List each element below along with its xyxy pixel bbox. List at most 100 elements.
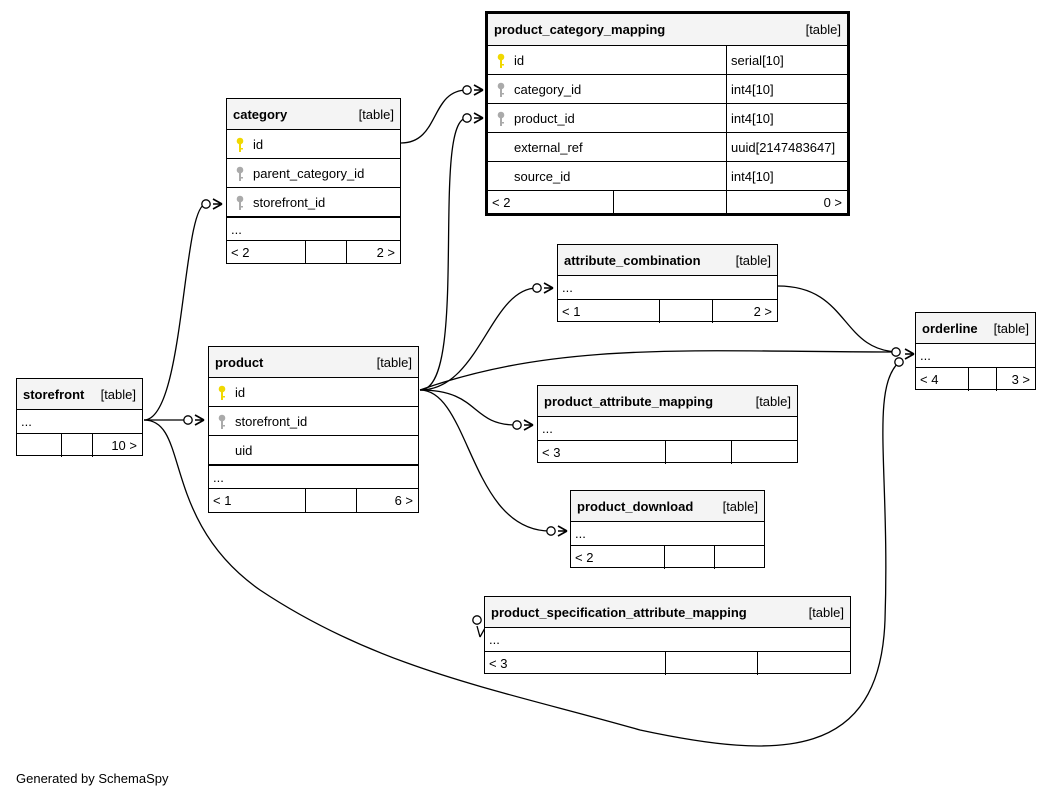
foreign-key-icon: [218, 414, 226, 429]
table-footer: 10 >: [17, 433, 142, 457]
parents-count[interactable]: < 3: [489, 656, 508, 671]
column-type: int4[10]: [731, 82, 774, 97]
column-name: storefront_id: [253, 195, 326, 210]
parents-count[interactable]: < 2: [231, 245, 250, 260]
ellipsis: ...: [489, 632, 500, 647]
column-row[interactable]: category_id int4[10]: [488, 74, 847, 103]
children-count[interactable]: 10 >: [111, 438, 137, 453]
table-kind: [table]: [376, 355, 412, 370]
parents-count[interactable]: < 2: [492, 195, 511, 210]
column-name: id: [253, 137, 264, 152]
footer-cell: [613, 191, 726, 214]
column-name: parent_category_id: [253, 166, 365, 181]
footer-cell: [996, 368, 1035, 391]
table-kind: [table]: [358, 107, 394, 122]
column-name: product_id: [514, 111, 575, 126]
parents-count[interactable]: < 4: [920, 372, 939, 387]
divider: [726, 46, 727, 74]
footer-cell: [305, 241, 346, 264]
ellipsis: ...: [562, 280, 573, 295]
footer-cell: [659, 300, 712, 323]
ellipsis: ...: [213, 470, 224, 485]
column-row[interactable]: uid: [209, 435, 418, 464]
ellipsis-row: ...: [538, 416, 797, 440]
table-name: product_specification_attribute_mapping: [491, 605, 747, 620]
column-name: id: [235, 385, 246, 400]
table-product-attribute-mapping[interactable]: product_attribute_mapping [table] ... < …: [537, 385, 798, 464]
table-orderline[interactable]: orderline [table] ... < 4 3 >: [915, 312, 1036, 391]
column-row[interactable]: source_id int4[10]: [488, 161, 847, 190]
divider: [726, 104, 727, 132]
children-count[interactable]: 3 >: [1011, 372, 1030, 387]
table-kind: [table]: [808, 605, 844, 620]
column-row[interactable]: id: [227, 129, 400, 158]
edge-product-pcm: [419, 117, 468, 391]
table-product-specification-attribute-mapping[interactable]: product_specification_attribute_mapping …: [484, 596, 851, 675]
column-name: source_id: [514, 169, 571, 184]
column-row[interactable]: id: [209, 377, 418, 406]
primary-key-icon: [497, 53, 505, 68]
table-name: product_attribute_mapping: [544, 394, 714, 409]
children-count[interactable]: 6 >: [394, 493, 413, 508]
table-storefront[interactable]: storefront [table] ... 10 >: [16, 378, 143, 457]
footer-cell: [757, 652, 850, 675]
table-footer: < 2: [571, 545, 764, 569]
children-count[interactable]: 2 >: [376, 245, 395, 260]
edge-product-attrcomb: [419, 287, 538, 391]
edge-product-download: [419, 389, 551, 532]
footer-cell: [731, 441, 797, 464]
column-row[interactable]: storefront_id: [209, 406, 418, 435]
ellipsis: ...: [21, 414, 32, 429]
table-product-download[interactable]: product_download [table] ... < 2: [570, 490, 765, 569]
table-name: product: [215, 355, 264, 370]
ellipsis-row: ...: [571, 521, 764, 545]
table-kind: [table]: [100, 387, 136, 402]
column-type: serial[10]: [731, 53, 784, 68]
children-count[interactable]: 2 >: [753, 304, 772, 319]
column-row[interactable]: storefront_id: [227, 187, 400, 216]
table-name: category: [233, 107, 288, 122]
foreign-key-icon: [497, 82, 505, 97]
table-name: orderline: [922, 321, 978, 336]
footer-cell: [305, 489, 356, 512]
column-row[interactable]: external_ref uuid[2147483647]: [488, 132, 847, 161]
table-kind: [table]: [755, 394, 791, 409]
table-category[interactable]: category [table] id parent_category_id s…: [226, 98, 401, 264]
parents-count[interactable]: < 3: [542, 445, 561, 460]
footer-cell: [714, 546, 764, 569]
ellipsis: ...: [231, 222, 242, 237]
generated-by-note: Generated by SchemaSpy: [16, 771, 169, 786]
column-row[interactable]: product_id int4[10]: [488, 103, 847, 132]
table-name: attribute_combination: [564, 253, 701, 268]
foreign-key-icon: [497, 111, 505, 126]
column-name: id: [514, 53, 525, 68]
column-name: external_ref: [514, 140, 583, 155]
ellipsis-row: ...: [916, 343, 1035, 367]
footer-cell: [61, 434, 92, 457]
ellipsis: ...: [542, 421, 553, 436]
table-attribute-combination[interactable]: attribute_combination [table] ... < 1 2 …: [557, 244, 778, 323]
ellipsis-row: ...: [558, 275, 777, 299]
children-count[interactable]: 0 >: [823, 195, 842, 210]
primary-key-icon: [236, 137, 244, 152]
parents-count[interactable]: < 1: [562, 304, 581, 319]
edge-product-pam: [419, 389, 517, 426]
divider: [726, 75, 727, 103]
footer-cell: [665, 441, 731, 464]
parents-count[interactable]: < 2: [575, 550, 594, 565]
column-row[interactable]: parent_category_id: [227, 158, 400, 187]
table-name: product_download: [577, 499, 694, 514]
table-kind: [table]: [993, 321, 1029, 336]
ellipsis-row: ...: [17, 409, 142, 433]
footer-cell: [356, 489, 418, 512]
column-name: storefront_id: [235, 414, 308, 429]
table-product-category-mapping[interactable]: product_category_mapping [table] id seri…: [485, 11, 850, 216]
foreign-key-icon: [236, 195, 244, 210]
column-row[interactable]: id serial[10]: [488, 45, 847, 74]
table-product[interactable]: product [table] id storefront_id uid ...…: [208, 346, 419, 513]
footer-cell: [92, 434, 142, 457]
parents-count[interactable]: < 1: [213, 493, 232, 508]
ellipsis: ...: [575, 526, 586, 541]
